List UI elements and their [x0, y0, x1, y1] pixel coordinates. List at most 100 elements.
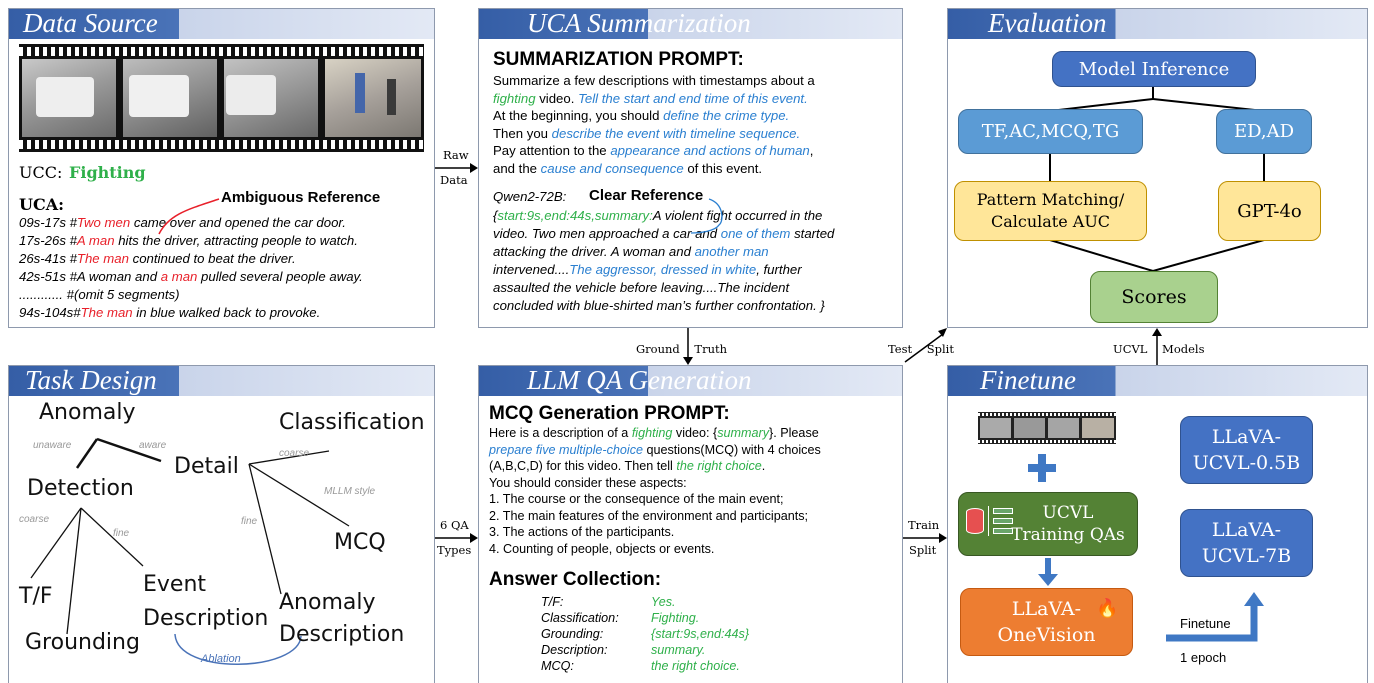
prompt-line: Pay attention to the appearance and acti… — [493, 143, 814, 158]
classification-node: Classification — [279, 410, 425, 435]
uca-line: 26s-41s #The man continued to beat the d… — [19, 251, 296, 266]
data-source-panel: Data Source UCC: Fighting UCA: Ambiguous… — [8, 8, 435, 328]
answer-key: Description: — [541, 643, 608, 657]
answer-collection-heading: Answer Collection: — [489, 569, 662, 590]
prompt-line: fighting video. Tell the start and end t… — [493, 90, 808, 106]
finetune-arrows — [1038, 558, 1264, 642]
task-design-panel: Task Design Anomaly unaware aware Detect… — [8, 365, 435, 683]
test-split-label: Test Split — [888, 342, 954, 356]
epoch-label: 1 epoch — [1180, 650, 1227, 665]
raw-label: Raw — [443, 148, 469, 162]
detection-node: Detection — [27, 476, 134, 501]
types-label: Types — [437, 543, 472, 557]
prompt-line: 4. Counting of people, objects or events… — [489, 541, 715, 556]
prompt-line: 1. The course or the consequence of the … — [489, 492, 784, 506]
uca-label: UCA: — [19, 195, 65, 214]
train-label: Train — [908, 518, 940, 532]
split-label: Split — [909, 543, 937, 557]
llava-ucvl-7b-box: LLaVA-UCVL-7B — [1180, 509, 1313, 577]
llava-onevision-box: LLaVA-OneVision — [960, 588, 1133, 656]
ucc-label: UCC: — [19, 163, 63, 182]
event-description-node: Description — [143, 606, 269, 631]
panel-title-bar: Data Source — [9, 9, 434, 39]
output-line: concluded with blue-shirted man’s furthe… — [493, 298, 825, 313]
panel-title-bar: UCA Summarization — [479, 9, 902, 39]
panel-title-bar: LLM QA Generation — [479, 366, 902, 396]
ground-truth-label: Ground Truth — [636, 342, 728, 356]
prompt-line: Then you describe the event with timelin… — [493, 125, 801, 141]
panel-title: Data Source — [23, 8, 158, 38]
prompt-line: You should consider these aspects: — [489, 475, 687, 490]
clear-reference-label: Clear Reference — [589, 187, 704, 204]
data-table-icon — [988, 506, 1014, 536]
coarse-label: coarse — [19, 514, 50, 525]
uca-line: 94s-104s#The man in blue walked back to … — [19, 305, 321, 320]
video-frame — [325, 59, 421, 137]
mcq-prompt-heading: MCQ Generation PROMPT: — [489, 403, 730, 424]
prompt-line: Summarize a few descriptions with timest… — [493, 73, 815, 88]
task-tree-lines — [30, 437, 350, 665]
video-frame — [22, 59, 116, 137]
answer-value: Yes. — [651, 595, 676, 609]
database-icon — [966, 508, 984, 534]
uca-line: ............ #(omit 5 segments) — [19, 287, 180, 302]
anomaly-node: Anomaly — [39, 400, 136, 425]
uca-line: 09s-17s #Two men came over and opened th… — [19, 215, 346, 230]
llm-qa-generation-panel: LLM QA Generation MCQ Generation PROMPT:… — [478, 365, 903, 683]
output-line: video. Two men approached a car and one … — [493, 226, 835, 241]
llava-ucvl-05b-box: LLaVA-UCVL-0.5B — [1180, 416, 1313, 484]
summarization-heading: SUMMARIZATION PROMPT: — [493, 49, 744, 70]
model-name: Qwen2-72B: — [493, 189, 567, 204]
panel-title: UCA Summarization — [527, 8, 751, 38]
uca-line: 17s-26s #A man hits the driver, attracti… — [19, 233, 358, 248]
output-line: attacking the driver. A woman and anothe… — [493, 244, 769, 259]
anomaly-description-node: Description — [279, 622, 405, 647]
finetune-label: Finetune — [1180, 616, 1231, 631]
answer-key: Grounding: — [541, 627, 604, 641]
answer-key: MCQ: — [541, 659, 574, 673]
prompt-line: At the beginning, you should define the … — [493, 108, 790, 123]
grounding-node: Grounding — [25, 630, 140, 655]
tf-ac-mcq-tg-box: TF,AC,MCQ,TG — [958, 109, 1143, 154]
answer-value: {start:9s,end:44s} — [651, 627, 750, 641]
anomaly-description-node: Anomaly — [279, 590, 376, 615]
prompt-line: (A,B,C,D) for this video. Then tell the … — [489, 459, 766, 473]
output-line: intervened....The aggressor, dressed in … — [493, 262, 802, 277]
panel-title-bar: Finetune — [948, 366, 1367, 396]
fine-label: fine — [241, 516, 258, 527]
panel-title: Finetune — [980, 365, 1076, 395]
output-line: assaulted the vehicle before leaving....… — [493, 280, 790, 295]
panel-title: Task Design — [25, 365, 157, 395]
video-thumbnail-strip — [978, 412, 1116, 444]
plus-icon — [1028, 454, 1056, 482]
prompt-line: 2. The main features of the environment … — [489, 508, 808, 523]
scores-box: Scores — [1090, 271, 1218, 323]
data-label: Data — [440, 173, 468, 187]
panel-title: LLM QA Generation — [527, 365, 752, 395]
six-qa-label: 6 QA — [440, 518, 469, 532]
uca-line: 42s-51s #A woman and a man pulled severa… — [19, 269, 363, 284]
mllm-style-label: MLLM style — [324, 486, 376, 497]
detail-node: Detail — [174, 454, 239, 479]
ucc-value: Fighting — [69, 163, 146, 182]
gpt-4o-box: GPT-4o — [1218, 181, 1321, 241]
ablation-label: Ablation — [201, 653, 241, 665]
panel-title-bar: Task Design — [9, 366, 434, 396]
clear-reference-curve — [690, 198, 723, 234]
uca-summarization-panel: UCA Summarization SUMMARIZATION PROMPT: … — [478, 8, 903, 328]
video-frame — [224, 59, 318, 137]
ambiguous-curve — [158, 198, 220, 235]
tf-node: T/F — [19, 584, 53, 609]
answer-key: Classification: — [541, 611, 619, 625]
answer-value: Fighting. — [651, 611, 700, 625]
fine-label: fine — [113, 528, 130, 539]
video-frame — [123, 59, 217, 137]
ucvl-models-label: UCVL Models — [1113, 342, 1205, 356]
panel-title-bar: Evaluation — [948, 9, 1367, 39]
unaware-label: unaware — [33, 440, 72, 451]
panel-title: Evaluation — [988, 8, 1107, 38]
answer-value: summary. — [651, 643, 706, 657]
output-line: {start:9s,end:44s,summary:A violent figh… — [493, 208, 823, 223]
ambiguous-reference-label: Ambiguous Reference — [221, 189, 381, 206]
